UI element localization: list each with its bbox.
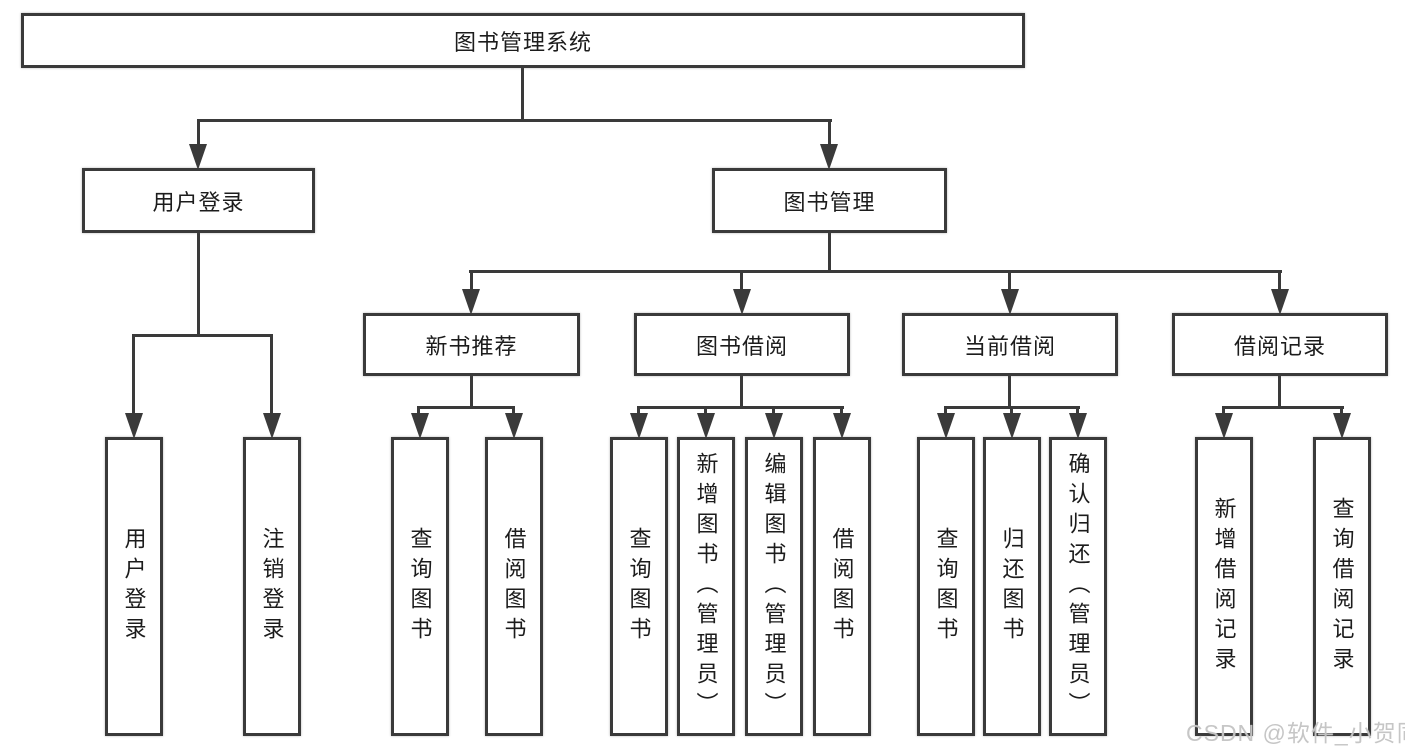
connector-line [740,270,743,292]
node-book-management: 图书管理 [712,168,947,233]
leaf-add-borrow-record: 新增借阅记录 [1195,437,1253,736]
connector-line [1010,406,1013,416]
leaf-borrow-books-recommend: 借阅图书 [485,437,543,736]
connector-line [132,334,135,416]
arrowhead-icon [820,144,838,170]
arrowhead-icon [1215,413,1233,439]
leaf-query-books-recommend: 查询图书 [391,437,449,736]
connector-line [417,406,420,416]
connector-line [1278,270,1281,292]
connector-line [828,233,831,273]
connector-line [704,406,707,416]
arrowhead-icon [937,413,955,439]
leaf-query-books-current: 查询图书 [917,437,975,736]
connector-line [637,406,640,416]
connector-line [521,68,524,122]
connector-line [132,334,273,337]
connector-line [772,406,775,416]
connector-line [840,406,843,416]
connector-line [417,406,515,409]
arrowhead-icon [1271,289,1289,315]
connector-line [470,270,473,292]
leaf-query-books-borrow: 查询图书 [610,437,668,736]
connector-line [1222,406,1225,416]
node-current-borrow: 当前借阅 [902,313,1118,376]
leaf-query-borrow-record: 查询借阅记录 [1313,437,1371,736]
connector-line [1008,376,1011,409]
connector-line [470,376,473,409]
connector-line [1340,406,1343,416]
connector-line [1278,376,1281,409]
connector-line [637,406,844,409]
arrowhead-icon [1003,413,1021,439]
leaf-return-book: 归还图书 [983,437,1041,736]
arrowhead-icon [462,289,480,315]
connector-line [1222,406,1344,409]
leaf-edit-book-admin: 编辑图书（管理员） [745,437,803,736]
node-new-book-recommend: 新书推荐 [363,313,580,376]
leaf-user-login: 用户登录 [105,437,163,736]
leaf-confirm-return-admin: 确认归还（管理员） [1049,437,1107,736]
connector-line [1076,406,1079,416]
arrowhead-icon [411,413,429,439]
leaf-add-book-admin: 新增图书（管理员） [677,437,735,736]
arrowhead-icon [765,413,783,439]
arrowhead-icon [833,413,851,439]
arrowhead-icon [733,289,751,315]
node-library-management-system: 图书管理系统 [21,13,1025,68]
arrowhead-icon [697,413,715,439]
connector-line [197,233,200,337]
arrowhead-icon [630,413,648,439]
node-borrow-records: 借阅记录 [1172,313,1388,376]
connector-line [512,406,515,416]
leaf-logout: 注销登录 [243,437,301,736]
connector-line [197,119,200,149]
connector-line [469,270,1282,273]
connector-line [944,406,947,416]
node-book-borrow: 图书借阅 [634,313,850,376]
connector-line [270,334,273,416]
node-user-login: 用户登录 [82,168,315,233]
arrowhead-icon [1333,413,1351,439]
watermark: CSDN @软件_小贺同学 [1186,720,1405,746]
arrowhead-icon [263,413,281,439]
connector-line [740,376,743,409]
arrowhead-icon [1001,289,1019,315]
arrowhead-icon [505,413,523,439]
connector-line [197,119,832,122]
arrowhead-icon [1069,413,1087,439]
arrowhead-icon [189,144,207,170]
connector-line [1008,270,1011,292]
connector-line [828,119,831,149]
leaf-borrow-books: 借阅图书 [813,437,871,736]
arrowhead-icon [125,413,143,439]
